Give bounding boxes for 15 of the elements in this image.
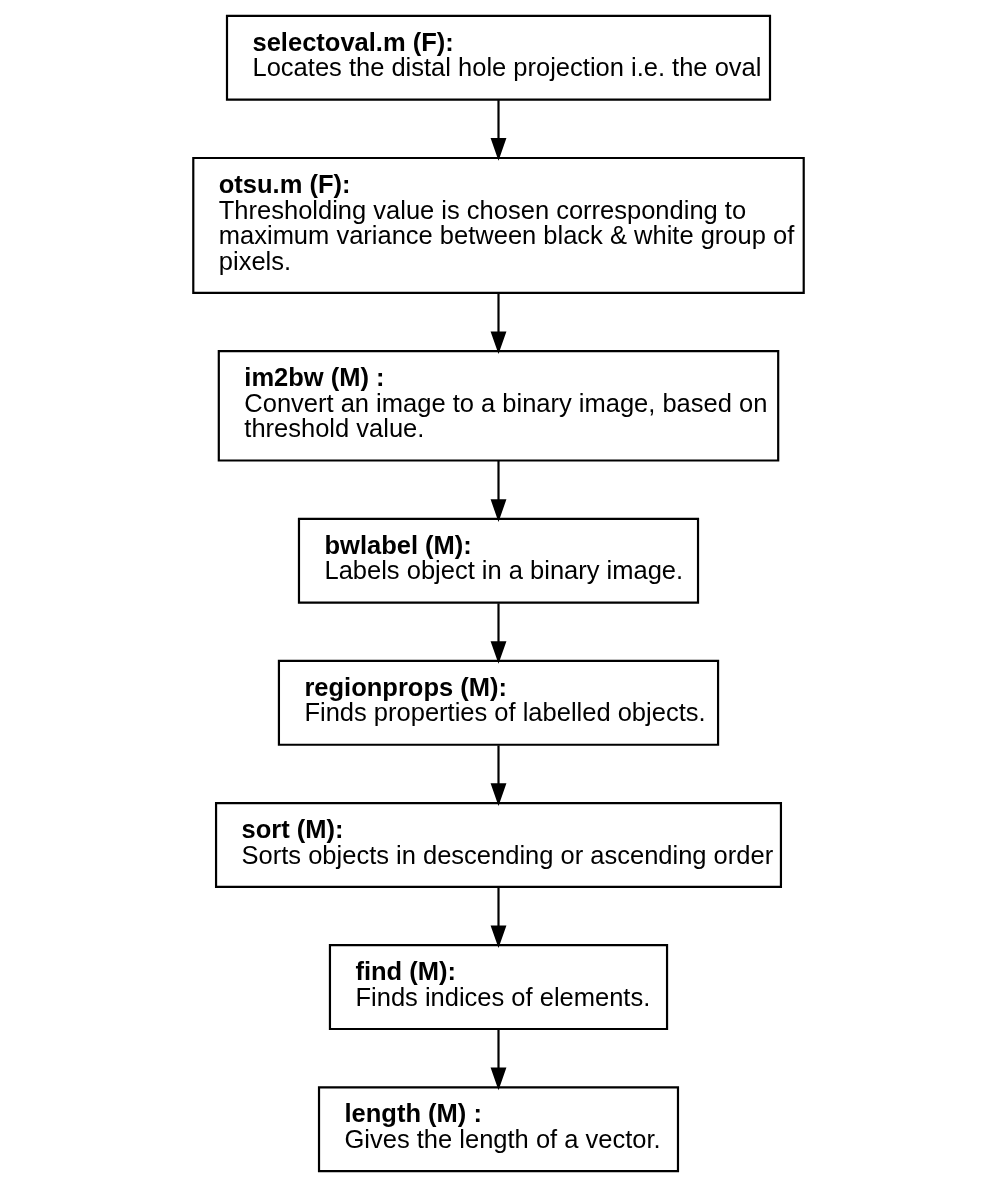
arrow (490, 293, 507, 355)
node-box: find (M): Finds indices of elements. (328, 944, 669, 1031)
arrow (490, 460, 507, 522)
node-box: regionprops (M): Finds properties of labelled objects. (277, 659, 720, 746)
arrow (490, 745, 507, 806)
arrow (490, 100, 507, 161)
node-box: im2bw (M) : Convert an image to a binary image, based on threshold value. (217, 350, 780, 462)
node-box: bwlabel (M): Labels object in a binary image. (297, 517, 700, 604)
node-box: otsu.m (F): Thresholding value is chosen corresponding to maximum variance between black & white group of pixels. (192, 156, 805, 294)
node-box: sort (M): Sorts objects in descending or ascending order (214, 801, 783, 888)
node-box: selectoval.m (F): Locates the distal hole projection i.e. the oval (225, 14, 772, 101)
node-box: length (M) : Gives the length of a vector. (317, 1086, 680, 1173)
arrow (490, 1029, 507, 1091)
arrow (490, 603, 507, 664)
arrow (490, 887, 507, 949)
